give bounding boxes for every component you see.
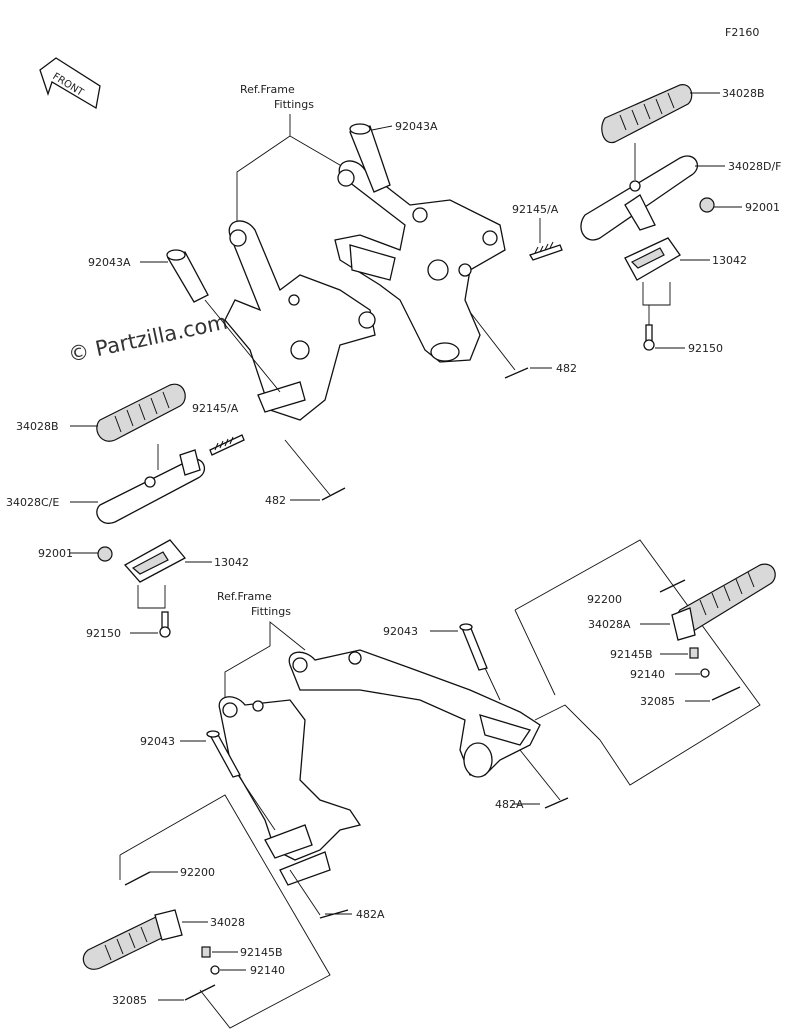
label-92001-left: 92001 — [38, 547, 73, 560]
label-92001-right: 92001 — [745, 201, 780, 214]
label-92140-right: 92140 — [630, 668, 665, 681]
lower-left-group-frame — [119, 794, 331, 1029]
label-92043-left: 92043 — [140, 735, 175, 748]
lower-right-bracket — [288, 649, 541, 778]
pin-482-left — [321, 487, 346, 501]
rubber-34028B-left — [96, 383, 186, 442]
label-92145A-right: 92145/A — [512, 203, 559, 216]
pin-32085-right — [711, 686, 741, 701]
ref-upper-line2: Fittings — [274, 98, 314, 111]
footpeg-34028A — [671, 563, 776, 641]
cover-13042-left — [123, 539, 187, 583]
pin-92043A-top — [349, 123, 391, 193]
ball-92140-right — [700, 668, 710, 678]
ref-lower-leader — [224, 621, 306, 700]
footpeg-34028D — [580, 155, 699, 241]
pin-92043A-left — [166, 249, 209, 303]
cover-13042-right — [624, 237, 681, 281]
label-482A-left: 482A — [356, 908, 385, 921]
front-arrow-icon: FRONT — [39, 57, 101, 110]
lower-right-group-frame — [514, 539, 761, 786]
pin-482-right — [504, 367, 529, 379]
label-34028B-left: 34028B — [16, 420, 59, 433]
label-482A-right: 482A — [495, 798, 524, 811]
pin-92200-right — [659, 579, 686, 593]
label-92200-left: 92200 — [180, 866, 215, 879]
rubber-34028B-right — [601, 84, 693, 144]
label-34028C: 34028C/E — [6, 496, 59, 509]
pin-92200-left — [124, 871, 151, 886]
ref-upper-leader-b — [289, 135, 346, 169]
label-482-right: 482 — [556, 362, 577, 375]
label-92145B-right: 92145B — [610, 648, 653, 661]
label-92043-mid: 92043 — [383, 625, 418, 638]
pin-92043-left — [206, 730, 241, 778]
label-92145A-left: 92145/A — [192, 402, 239, 415]
footpeg-34028 — [82, 909, 183, 970]
lower-left-bracket — [218, 696, 362, 886]
diagram-code: F2160 — [725, 26, 759, 39]
label-34028: 34028 — [210, 916, 245, 929]
spring-92145A-right — [529, 241, 563, 261]
label-13042-right: 13042 — [712, 254, 747, 267]
footpeg-34028C — [96, 449, 206, 524]
pin-32085-left — [184, 984, 216, 1001]
label-92140-left: 92140 — [250, 964, 285, 977]
label-92043A-top: 92043A — [395, 120, 438, 133]
upper-right-bracket — [334, 160, 506, 363]
bolt-92001-right — [699, 197, 715, 213]
label-34028B-right: 34028B — [722, 87, 765, 100]
bolt-92150-left — [159, 611, 171, 638]
label-34028A: 34028A — [588, 618, 631, 631]
ref-upper-leader — [236, 114, 291, 230]
label-92150-left: 92150 — [86, 627, 121, 640]
spring-92145B-right — [689, 647, 699, 659]
pin-92043-mid — [459, 623, 488, 671]
ball-92140-left — [210, 965, 220, 975]
spring-92145B-left — [201, 946, 211, 958]
label-32085-left: 32085 — [112, 994, 147, 1007]
bolt-92150-right — [643, 324, 655, 351]
label-92200-right: 92200 — [587, 593, 622, 606]
label-92150-right: 92150 — [688, 342, 723, 355]
spring-92145A-left — [209, 434, 245, 456]
watermark: © Partzilla.com — [66, 310, 230, 367]
label-482-left: 482 — [265, 494, 286, 507]
bolt-92001-left — [97, 546, 113, 562]
label-92145B-left: 92145B — [240, 946, 283, 959]
ref-lower-line1: Ref.Frame — [217, 590, 272, 603]
ref-lower-line2: Fittings — [251, 605, 291, 618]
label-32085-right: 32085 — [640, 695, 675, 708]
label-34028D: 34028D/F — [728, 160, 782, 173]
ref-upper-line1: Ref.Frame — [240, 83, 295, 96]
label-92043A-left: 92043A — [88, 256, 131, 269]
label-13042-left: 13042 — [214, 556, 249, 569]
pin-482A-right — [544, 797, 569, 809]
